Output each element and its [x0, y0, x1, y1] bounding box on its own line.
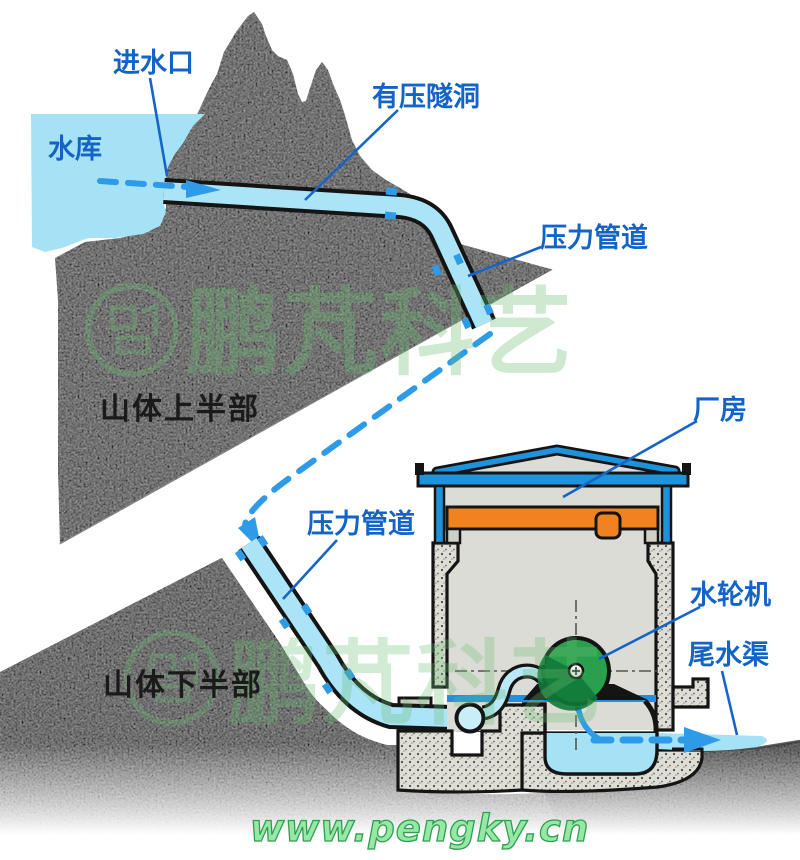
label-mountain-upper: 山体上半部: [100, 392, 260, 427]
wall-left: [433, 484, 446, 545]
leader-turbine: [598, 605, 701, 661]
label-turbine: 水轮机: [690, 580, 771, 611]
watermark-url: www.pengky.cn: [250, 807, 589, 850]
turbine-unit: [523, 636, 659, 733]
label-reservoir: 水库: [48, 134, 102, 165]
tailrace-flow-arrow: [590, 727, 721, 753]
label-mountain-lower: 山体下半部: [103, 668, 263, 703]
crane-beam: [445, 505, 660, 531]
foundation-left-block: [396, 703, 547, 794]
wall-right: [660, 484, 673, 545]
label-penstock-lower: 压力管道: [307, 508, 415, 540]
inlet-valve: [454, 702, 486, 734]
corbel-right: [643, 527, 660, 545]
tailrace-ledge: [671, 677, 710, 709]
leader-pressure-tunnel: [304, 109, 399, 201]
labels: 进水口 水库 有压隧洞 压力管道 山体上半部 厂房 压力管道 水轮机 尾水渠 山…: [48, 48, 771, 703]
leader-lines: [148, 77, 739, 736]
ground-shading: [545, 741, 800, 832]
watermark-logo: [85, 283, 179, 377]
label-penstock-upper: 压力管道: [540, 222, 648, 254]
roof: [415, 444, 691, 488]
label-tailrace: 尾水渠: [688, 640, 769, 671]
leader-penstock-lower: [282, 539, 338, 600]
watermark-brand-text: 鹏芃科艺: [186, 279, 574, 389]
inlet-flow-arrow: [97, 178, 221, 198]
watermark-row-1: 鹏芃科艺: [85, 279, 574, 389]
pipe-support-ticks: [234, 535, 356, 695]
watermark-row-2: 鹏芃科艺: [124, 630, 604, 738]
headrace-tunnel-pipe: [163, 178, 496, 330]
watermark-brand-text: 鹏芃科艺: [228, 631, 604, 738]
pipe-support-ticks: [384, 187, 494, 330]
leader-inlet: [148, 77, 169, 177]
powerhouse: [396, 444, 767, 794]
leader-powerhouse: [562, 419, 698, 499]
corbel-left: [445, 527, 462, 545]
penstock-pipe: [234, 535, 484, 732]
label-pressure-tunnel: 有压隧洞: [372, 82, 480, 113]
eave-hook-left: [415, 463, 424, 475]
label-inlet: 进水口: [113, 48, 194, 79]
watermark-logo: [124, 630, 220, 726]
leader-tailrace: [720, 670, 739, 736]
label-powerhouse: 厂房: [693, 395, 747, 426]
eave-hook-right: [682, 463, 691, 475]
leader-penstock-upper: [467, 245, 542, 278]
crane-trolley: [594, 511, 622, 540]
